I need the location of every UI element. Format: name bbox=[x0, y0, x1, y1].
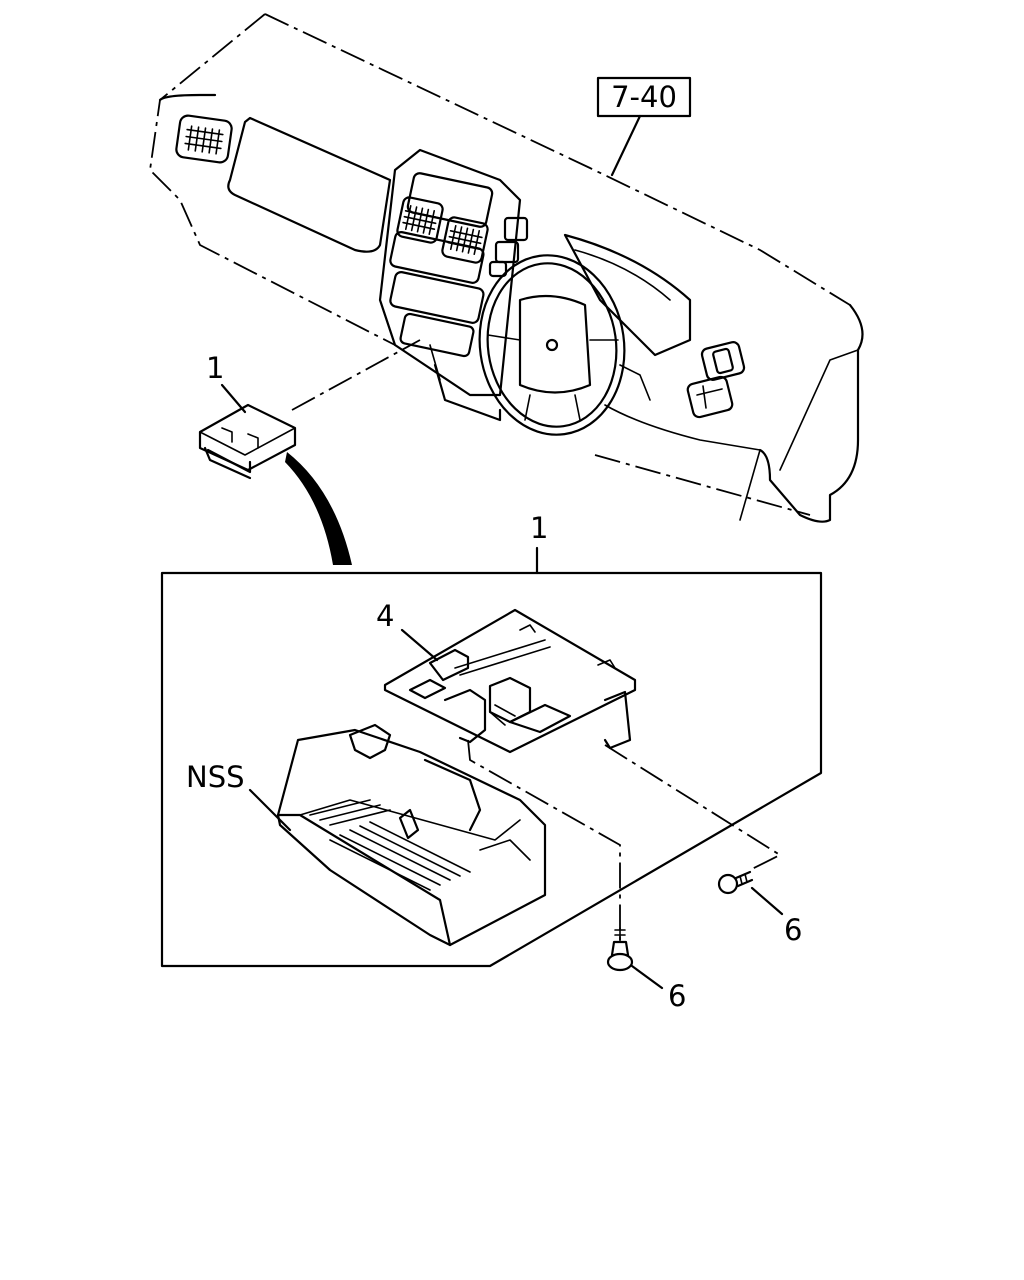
bracket-part: 4 bbox=[376, 599, 782, 940]
reference-box-7-40: 7-40 bbox=[596, 76, 692, 177]
callout-6-bottom: 6 bbox=[668, 979, 686, 1013]
glove-box: NSS bbox=[186, 723, 547, 947]
clip-bottom: 6 bbox=[606, 927, 686, 1013]
assembly-frame: 1 bbox=[160, 511, 823, 968]
callout-1-dash: 1 bbox=[206, 351, 224, 385]
dashboard-outline bbox=[149, 13, 864, 523]
small-glove-box-icon: 1 bbox=[198, 339, 421, 480]
clip-right: 6 bbox=[717, 870, 802, 947]
transition-arrow bbox=[285, 452, 352, 565]
callout-1-assembly: 1 bbox=[530, 511, 548, 545]
callout-6-right: 6 bbox=[784, 913, 802, 947]
callout-nss: NSS bbox=[186, 760, 245, 794]
ref-label: 7-40 bbox=[611, 80, 677, 114]
callout-4: 4 bbox=[376, 599, 394, 633]
